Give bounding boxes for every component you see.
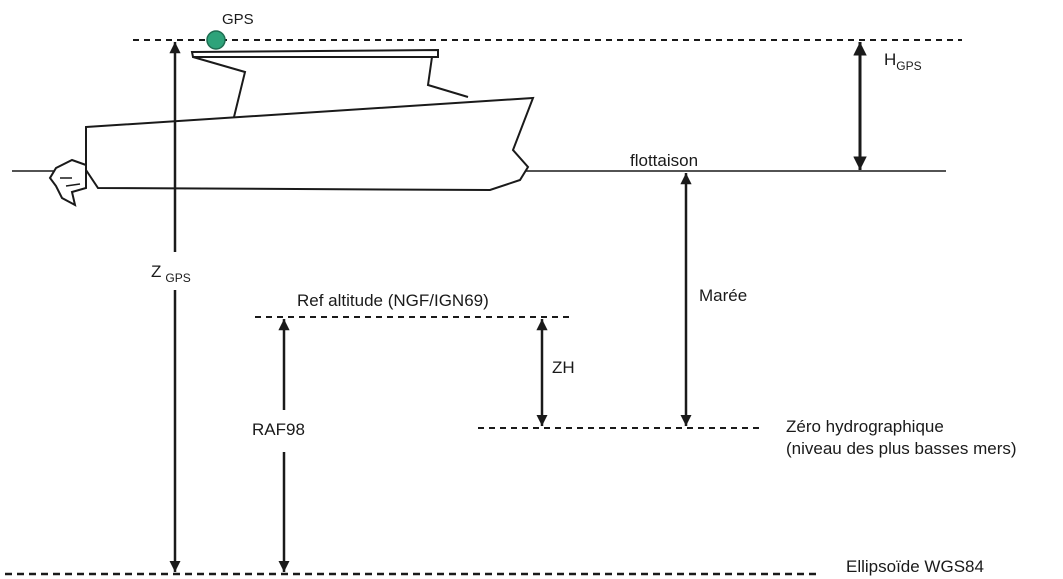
h-gps-label: HGPS bbox=[884, 50, 922, 73]
flottaison-label: flottaison bbox=[630, 151, 699, 170]
boat-cabin-roof bbox=[190, 48, 439, 58]
raf98-label-gap bbox=[245, 410, 325, 452]
zero-hydrographique-sublabel: (niveau des plus basses mers) bbox=[786, 439, 1017, 458]
boat-outboard-motor bbox=[48, 158, 87, 207]
gps-label: GPS bbox=[222, 11, 254, 28]
z-label-gap bbox=[150, 252, 202, 290]
gps-antenna-icon bbox=[206, 30, 226, 50]
maree-label: Marée bbox=[699, 286, 748, 305]
boat-cabin-rear bbox=[426, 56, 469, 98]
zero-hydrographique-label: Zéro hydrographique bbox=[786, 417, 944, 436]
boat bbox=[48, 48, 535, 207]
boat-cabin-front bbox=[192, 56, 247, 118]
raf98-label: RAF98 bbox=[252, 420, 305, 439]
boat-hull bbox=[85, 96, 535, 192]
ref-altitude-label: Ref altitude (NGF/IGN69) bbox=[297, 291, 489, 310]
zh-label: ZH bbox=[552, 358, 575, 377]
ellipsoide-label: Ellipsoïde WGS84 bbox=[846, 557, 984, 576]
